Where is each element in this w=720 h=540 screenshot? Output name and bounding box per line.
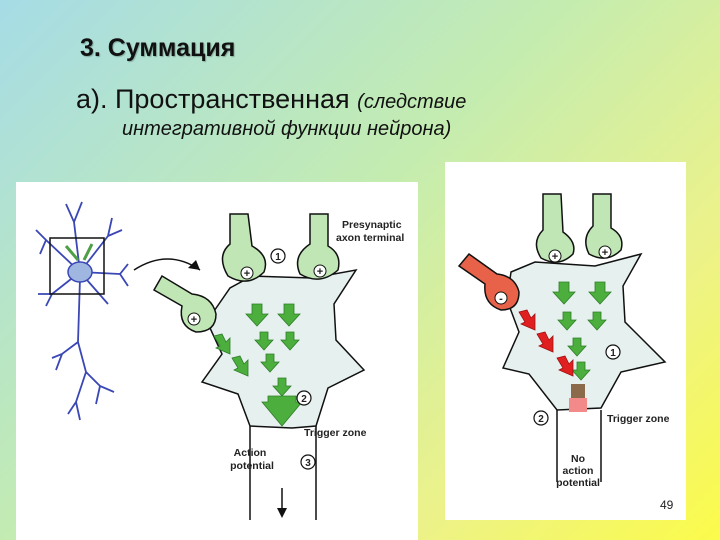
left-figure-svg: + + + 1 2 3 Presynaptic axon terminal Tr…: [35, 201, 404, 520]
minus-sign: -: [499, 293, 503, 305]
presynaptic-label-2: axon terminal: [336, 232, 404, 244]
marker-1-text: 1: [275, 252, 281, 263]
presynaptic-terminal-top-left: [221, 213, 267, 282]
zoom-arrowhead: [188, 260, 200, 270]
presynaptic-terminal-left: [152, 274, 217, 333]
action-potential-label-2: potential: [230, 460, 274, 472]
excitatory-terminal-1: [535, 193, 575, 263]
plus-sign-r2: +: [602, 247, 608, 259]
action-potential-label-1: Action: [234, 447, 267, 459]
marker-2: [296, 390, 312, 406]
no-action-label-2: action: [563, 465, 594, 477]
plus-marker-c: [187, 312, 201, 326]
marker-3: [300, 454, 316, 470]
minus-marker: [494, 291, 508, 305]
marker-r1-text: 1: [610, 348, 616, 359]
inhibitory-arrows-right: [518, 309, 574, 377]
subtitle-paren-start: (следствие: [357, 91, 467, 113]
no-action-label-1: No: [571, 453, 585, 465]
plus-marker-r2: [598, 245, 612, 259]
axon-big: [249, 426, 317, 520]
axon-right: [556, 410, 602, 482]
plus-marker-a: [240, 266, 254, 280]
neuron-body-right: [501, 252, 667, 411]
trigger-zone-label: Trigger zone: [304, 427, 367, 439]
inhibitory-terminal: [457, 252, 520, 311]
subtitle-main: а). Пространственная: [76, 84, 350, 114]
page-number: 49: [660, 498, 674, 512]
soma-small: [67, 261, 93, 283]
neuron-body: [200, 268, 366, 429]
plus-sign-c: +: [191, 314, 197, 326]
plus-sign-a: +: [244, 268, 250, 280]
excitatory-signal-arrows: [213, 303, 303, 427]
presynaptic-label-1: Presynaptic: [342, 219, 402, 231]
subtitle-line-1: а). Пространственная (следствие: [76, 84, 466, 115]
marker-r2-text: 2: [538, 414, 544, 425]
spatial-summation-inhibitory-figure: + + - 1 2 Trigger zone No action poten: [445, 162, 686, 520]
small-neuron-diagram: [35, 201, 129, 421]
marker-2-text: 2: [301, 394, 307, 405]
excitatory-arrows-right: [552, 281, 612, 381]
action-potential-arrowhead: [277, 508, 287, 518]
spatial-summation-excitatory-figure: + + + 1 2 3 Presynaptic axon terminal Tr…: [16, 182, 418, 540]
plus-sign-r1: +: [552, 251, 558, 263]
no-action-label-3: potential: [556, 477, 600, 489]
plus-sign-b: +: [317, 266, 323, 278]
marker-r1: [605, 344, 621, 360]
right-figure-svg: + + - 1 2 Trigger zone No action poten: [457, 193, 670, 489]
slide-title: 3. Суммация: [80, 34, 236, 62]
plus-marker-r1: [548, 249, 562, 263]
zoom-arrow: [133, 258, 201, 271]
cancelled-signal: [569, 384, 587, 412]
marker-3-text: 3: [305, 458, 311, 469]
subtitle-line-2: интегративной функции нейрона): [122, 118, 452, 140]
plus-marker-b: [313, 264, 327, 278]
trigger-zone-label-right: Trigger zone: [607, 413, 670, 425]
zoom-box: [49, 237, 105, 295]
marker-1: [270, 248, 286, 264]
presynaptic-terminal-top-right: [296, 213, 340, 280]
marker-r2: [533, 410, 549, 426]
